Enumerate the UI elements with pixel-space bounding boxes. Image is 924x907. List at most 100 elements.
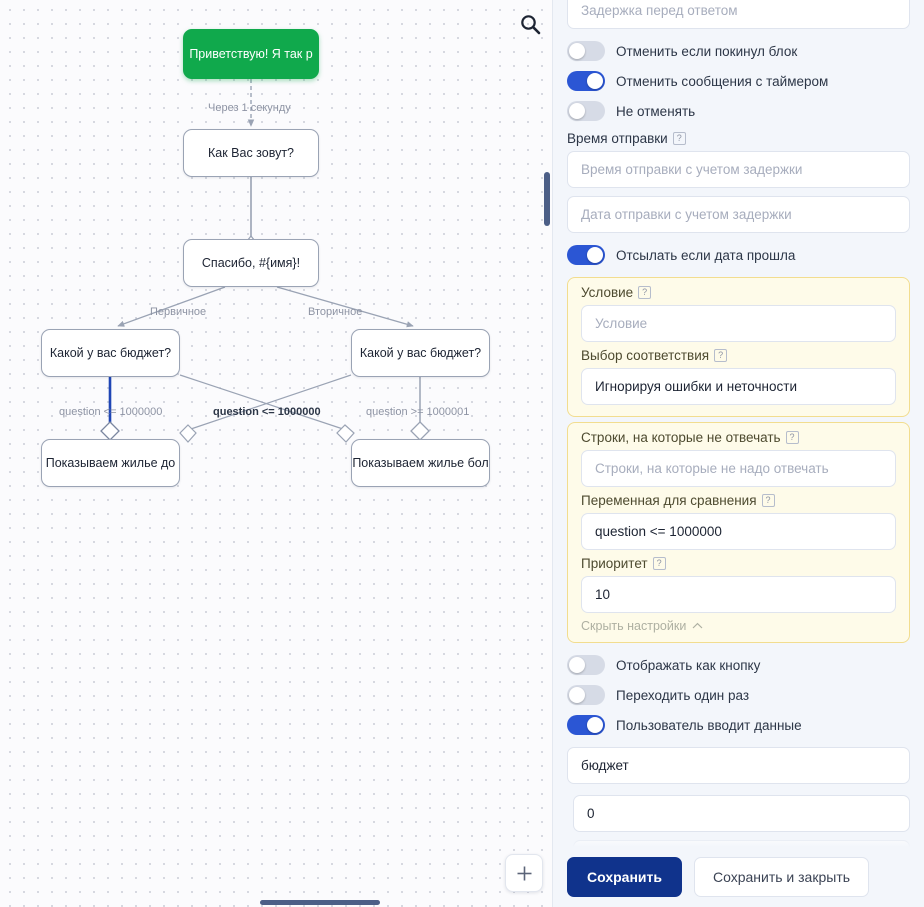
toggle-label: Переходить один раз [616,687,750,703]
match-select-value: Игнорируя ошибки и неточности [595,379,797,394]
compare-var-value: question <= 1000000 [595,524,722,539]
toggle-row-cancel-timer-msgs[interactable]: Отменить сообщения с таймером [567,67,910,95]
skip-lines-input[interactable]: Строки, на которые не надо отвечать [581,450,896,487]
skip-lines-label: Строки, на которые не отвечать [581,430,781,445]
help-icon[interactable]: ? [672,132,686,145]
toggle-cancel-left-block[interactable] [567,41,605,61]
flow-node-label: Показываем жилье до [45,456,176,470]
rules-box: Строки, на которые не отвечать ? Строки,… [567,422,910,643]
send-time-label-row: Время отправки ? [567,131,910,146]
priority-input[interactable]: 10 [581,576,896,613]
hide-settings-button[interactable]: Скрыть настройки [581,619,896,633]
toggle-send-if-past[interactable] [567,245,605,265]
flow-node-housing-low[interactable]: Показываем жилье до [41,439,180,487]
help-icon[interactable]: ? [714,349,728,362]
priority-label: Приоритет [581,556,648,571]
toggle-row-user-input[interactable]: Пользователь вводит данные [567,711,910,739]
flow-node-label: Как Вас зовут? [207,146,295,160]
delay-input[interactable]: Задержка перед ответом [567,0,910,29]
extra-input[interactable] [573,840,910,847]
toggle-knob [569,687,585,703]
send-time-placeholder: Время отправки с учетом задержки [581,162,803,177]
flow-node-start[interactable]: Приветствую! Я так р [183,29,319,79]
toggle-label: Отменить если покинул блок [616,43,798,59]
toggle-user-input[interactable] [567,715,605,735]
flow-node-label: Показываем жилье бол [352,456,489,470]
flow-node-thanks[interactable]: Спасибо, #{имя}! [183,239,319,287]
save-and-close-button[interactable]: Сохранить и закрыть [693,857,870,897]
toggle-row-show-as-button[interactable]: Отображать как кнопку [567,651,910,679]
add-node-button[interactable] [505,854,543,892]
condition-placeholder: Условие [595,316,648,331]
toggle-label: Пользователь вводит данные [616,717,802,733]
edge-label-primary: Первичное [150,306,207,318]
priority-label-row: Приоритет ? [581,556,896,571]
edge-label-delay: Через 1 секунду [208,102,291,114]
toggle-label: Отменить сообщения с таймером [616,73,829,89]
panel-footer: Сохранить Сохранить и закрыть [553,847,924,907]
toggle-show-as-button[interactable] [567,655,605,675]
skip-lines-label-row: Строки, на которые не отвечать ? [581,430,896,445]
node-settings-panel: Задержка перед ответом Отменить если пок… [552,0,924,907]
edge-label-cond-right: question >= 1000001 [366,406,470,418]
help-icon[interactable]: ? [761,494,775,507]
send-time-section: Время отправки ? Время отправки с учетом… [553,131,924,269]
canvas-horizontal-scrollbar[interactable] [260,900,380,905]
delay-placeholder: Задержка перед ответом [581,3,738,18]
zero-value-input[interactable]: 0 [573,795,910,832]
skip-lines-placeholder: Строки, на которые не надо отвечать [595,461,829,476]
search-icon[interactable] [514,8,546,40]
bottom-toggles-group: Отображать как кнопку Переходить один ра… [553,651,924,847]
send-date-placeholder: Дата отправки с учетом задержки [581,207,792,222]
toggle-cancel-timer-msgs[interactable] [567,71,605,91]
help-icon[interactable]: ? [638,286,652,299]
delay-section: Задержка перед ответом [553,0,924,29]
match-select-label-row: Выбор соответствия ? [581,348,896,363]
toggle-label: Отсылать если дата прошла [616,247,796,263]
flow-node-budget-primary[interactable]: Какой у вас бюджет? [41,329,180,377]
edge-label-secondary: Вторичное [308,306,363,318]
chevron-up-icon [692,622,703,629]
condition-label-row: Условие ? [581,285,896,300]
toggle-pass-once[interactable] [567,685,605,705]
flow-node-name[interactable]: Как Вас зовут? [183,129,319,177]
toggle-row-cancel-left-block[interactable]: Отменить если покинул блок [567,37,910,65]
toggle-row-do-not-cancel[interactable]: Не отменять [567,97,910,125]
send-time-label: Время отправки [567,131,668,146]
compare-var-label-row: Переменная для сравнения ? [581,493,896,508]
toggle-knob [569,657,585,673]
toggle-label: Отображать как кнопку [616,657,761,673]
help-icon[interactable]: ? [652,557,666,570]
send-time-input[interactable]: Время отправки с учетом задержки [567,151,910,188]
toggle-knob [587,717,603,733]
flow-node-label: Приветствую! Я так р [189,47,313,61]
panel-scroll-area[interactable]: Задержка перед ответом Отменить если пок… [553,0,924,847]
flow-node-budget-secondary[interactable]: Какой у вас бюджет? [351,329,490,377]
toggle-label: Не отменять [616,103,696,119]
toggle-knob [569,103,585,119]
match-select[interactable]: Игнорируя ошибки и неточности [581,368,896,405]
match-select-label: Выбор соответствия [581,348,710,363]
plus-icon [517,866,531,880]
toggle-row-send-if-past[interactable]: Отсылать если дата прошла [567,241,910,269]
edge-label-cond-left: question <= 1000000 [59,406,163,418]
toggle-row-pass-once[interactable]: Переходить один раз [567,681,910,709]
send-date-input[interactable]: Дата отправки с учетом задержки [567,196,910,233]
compare-var-label: Переменная для сравнения [581,493,757,508]
flow-node-label: Спасибо, #{имя}! [201,256,301,270]
toggle-knob [587,247,603,263]
flow-canvas[interactable]: Приветствую! Я так р Как Вас зовут? Спас… [0,0,552,907]
priority-value: 10 [595,587,611,602]
variable-name-input[interactable]: бюджет [567,747,910,784]
condition-input[interactable]: Условие [581,305,896,342]
cancel-toggles-group: Отменить если покинул блок Отменить сооб… [553,37,924,125]
toggle-knob [587,73,603,89]
compare-var-input[interactable]: question <= 1000000 [581,513,896,550]
toggle-do-not-cancel[interactable] [567,101,605,121]
flow-node-housing-high[interactable]: Показываем жилье бол [351,439,490,487]
help-icon[interactable]: ? [785,431,799,444]
hide-settings-label: Скрыть настройки [581,619,687,633]
save-button[interactable]: Сохранить [567,857,682,897]
canvas-vertical-scrollbar[interactable] [544,172,550,226]
